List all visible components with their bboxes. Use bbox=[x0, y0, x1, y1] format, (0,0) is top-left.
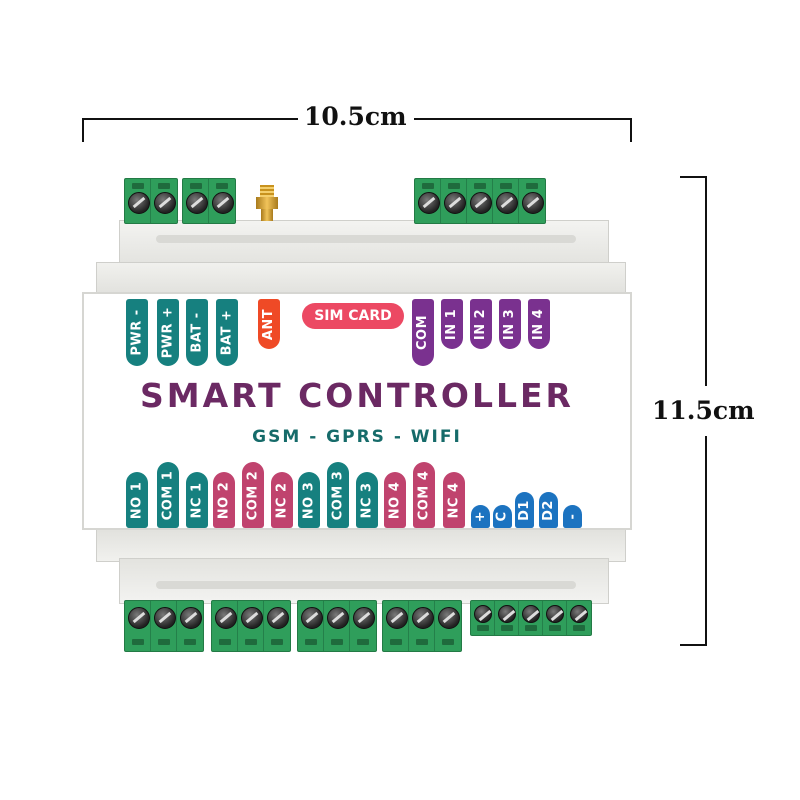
terminal-block-relay-2 bbox=[211, 600, 291, 652]
screw-icon bbox=[522, 605, 540, 623]
label-bus-d1: D1 bbox=[515, 492, 534, 528]
screw-icon bbox=[498, 605, 516, 623]
label-bus-minus: - bbox=[563, 505, 582, 528]
screw-icon bbox=[438, 607, 460, 629]
screw-icon bbox=[470, 192, 492, 214]
device-subtitle: GSM - GPRS - WIFI bbox=[252, 427, 462, 447]
screw-icon bbox=[386, 607, 408, 629]
label-com2: COM 2 bbox=[242, 462, 264, 528]
label-in4: IN 4 bbox=[528, 299, 550, 349]
screw-icon bbox=[154, 192, 176, 214]
screw-icon bbox=[154, 607, 176, 629]
label-ant: ANT bbox=[258, 299, 280, 349]
screw-icon bbox=[546, 605, 564, 623]
label-in1: IN 1 bbox=[441, 299, 463, 349]
label-bat-plus: BAT + bbox=[216, 299, 238, 366]
label-no3: NO 3 bbox=[298, 472, 320, 528]
antenna-connector bbox=[256, 185, 278, 221]
width-dimension-line-right bbox=[414, 118, 632, 120]
height-tick-bottom bbox=[680, 644, 707, 646]
screw-icon bbox=[301, 607, 323, 629]
screw-icon bbox=[496, 192, 518, 214]
terminal-block-relay-1 bbox=[124, 600, 204, 652]
label-no4: NO 4 bbox=[384, 472, 406, 528]
screw-icon bbox=[215, 607, 237, 629]
label-nc2: NC 2 bbox=[271, 472, 293, 528]
terminal-block-relay-3 bbox=[297, 600, 377, 652]
sim-card-badge: SIM CARD bbox=[302, 303, 404, 329]
terminal-block-battery bbox=[182, 178, 236, 224]
label-com4: COM 4 bbox=[413, 462, 435, 528]
label-nc1: NC 1 bbox=[186, 472, 208, 528]
label-in2: IN 2 bbox=[470, 299, 492, 349]
screw-icon bbox=[212, 192, 234, 214]
label-no1: NO 1 bbox=[126, 472, 148, 528]
label-pwr-minus: PWR - bbox=[126, 299, 148, 366]
label-com3: COM 3 bbox=[327, 462, 349, 528]
label-nc4: NC 4 bbox=[443, 472, 465, 528]
label-bat-minus: BAT - bbox=[186, 299, 208, 366]
enclosure-top-step bbox=[119, 220, 609, 266]
terminal-block-power bbox=[124, 178, 178, 224]
label-com-input: COM bbox=[412, 299, 434, 366]
label-no2: NO 2 bbox=[213, 472, 235, 528]
screw-icon bbox=[444, 192, 466, 214]
enclosure-bottom-rail bbox=[96, 528, 626, 562]
label-bus-d2: D2 bbox=[539, 492, 558, 528]
screw-icon bbox=[186, 192, 208, 214]
screw-icon bbox=[267, 607, 289, 629]
height-dimension-line-bottom bbox=[705, 436, 707, 646]
screw-icon bbox=[474, 605, 492, 623]
screw-icon bbox=[418, 192, 440, 214]
label-bus-plus: + bbox=[471, 505, 490, 528]
enclosure-top-rail bbox=[96, 262, 626, 296]
screw-icon bbox=[570, 605, 588, 623]
screw-icon bbox=[128, 192, 150, 214]
width-dimension-label: 10.5cm bbox=[304, 102, 407, 131]
terminal-block-bus bbox=[470, 600, 592, 636]
screw-icon bbox=[353, 607, 375, 629]
screw-icon bbox=[241, 607, 263, 629]
screw-icon bbox=[522, 192, 544, 214]
terminal-block-relay-4 bbox=[382, 600, 462, 652]
screw-icon bbox=[327, 607, 349, 629]
width-tick-left bbox=[82, 118, 84, 142]
enclosure-bottom-step bbox=[119, 558, 609, 604]
width-dimension-line-left bbox=[82, 118, 298, 120]
device-title: SMART CONTROLLER bbox=[140, 376, 574, 415]
height-dimension-line-top bbox=[705, 176, 707, 386]
height-dimension-label: 11.5cm bbox=[652, 396, 755, 425]
label-nc3: NC 3 bbox=[356, 472, 378, 528]
terminal-block-inputs bbox=[414, 178, 546, 224]
label-bus-c: C bbox=[493, 505, 512, 528]
label-pwr-plus: PWR + bbox=[157, 299, 179, 366]
height-tick-top bbox=[680, 176, 707, 178]
screw-icon bbox=[180, 607, 202, 629]
label-com1: COM 1 bbox=[157, 462, 179, 528]
label-in3: IN 3 bbox=[499, 299, 521, 349]
screw-icon bbox=[412, 607, 434, 629]
screw-icon bbox=[128, 607, 150, 629]
width-tick-right bbox=[630, 118, 632, 142]
